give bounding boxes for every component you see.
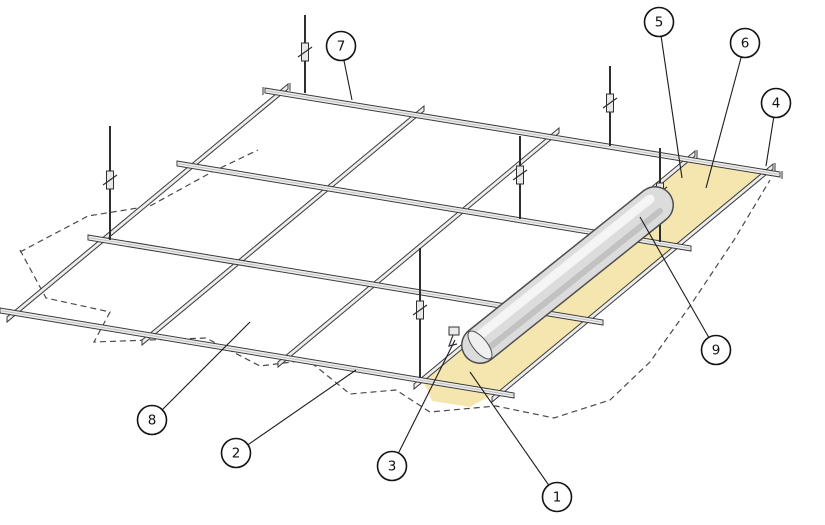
hangers — [102, 15, 668, 378]
plasterboard-strip-shape — [422, 157, 765, 407]
callout-2-leader — [235, 369, 357, 454]
callout-3-circle — [376, 450, 408, 482]
callout-8-number: 8 — [148, 413, 157, 429]
torn-edge-bottom — [19, 179, 771, 419]
callout-1-number: 1 — [553, 490, 562, 506]
hanger-clip — [412, 300, 428, 320]
grid-cross-tees — [6, 82, 776, 404]
callout-7-number: 7 — [337, 39, 346, 55]
callout-5: 5 — [643, 6, 683, 179]
cove-profile-highlight — [470, 194, 655, 344]
hanger — [297, 15, 313, 93]
cross-tee — [6, 82, 289, 324]
callout-6-number: 6 — [741, 36, 750, 52]
callout-4-circle — [760, 87, 792, 119]
callout-6-circle — [729, 27, 761, 59]
callouts: 7 5 6 4 9 8 2 — [136, 6, 792, 513]
hanger — [512, 136, 528, 219]
callout-3-number: 3 — [388, 459, 397, 475]
callout-1-circle — [541, 481, 573, 513]
hanger — [602, 66, 618, 146]
hanger-clip — [512, 165, 528, 185]
callout-9-leader — [639, 216, 717, 351]
hanger — [412, 248, 428, 378]
cove-profile-body — [462, 187, 673, 363]
callout-9: 9 — [639, 216, 732, 366]
hanger-clip — [602, 93, 618, 113]
cove-profile-end-cap — [467, 330, 493, 360]
callout-4: 4 — [760, 87, 792, 167]
callout-1-leader — [469, 371, 558, 498]
hanger-clip — [297, 42, 313, 62]
callout-9-circle — [700, 334, 732, 366]
hanger-clip — [102, 170, 118, 190]
cove-bracket — [448, 326, 460, 347]
callout-8: 8 — [136, 321, 251, 436]
plasterboard-strip — [422, 157, 765, 407]
callout-2-circle — [220, 437, 252, 469]
callout-5-circle — [643, 6, 675, 38]
callout-6-leader — [705, 42, 746, 189]
callout-1: 1 — [469, 371, 573, 513]
torn-edge-top-left — [19, 149, 259, 253]
callout-8-leader — [151, 321, 251, 421]
cove-profile — [448, 186, 674, 364]
callout-9-number: 9 — [712, 343, 721, 359]
callout-7-circle — [325, 30, 357, 62]
hanger — [102, 126, 118, 240]
callout-3-leader — [391, 339, 456, 467]
callout-5-number: 5 — [655, 15, 664, 31]
cove-profile-shade — [482, 208, 663, 354]
callout-3: 3 — [376, 339, 456, 482]
cross-tee — [141, 104, 425, 347]
callout-2: 2 — [220, 369, 357, 469]
torn-edges — [19, 149, 771, 419]
callout-5-leader — [658, 21, 683, 179]
callout-4-number: 4 — [772, 96, 781, 112]
callout-6: 6 — [705, 27, 761, 189]
callout-2-number: 2 — [232, 446, 241, 462]
callout-8-circle — [136, 404, 168, 436]
callout-7: 7 — [325, 30, 357, 101]
